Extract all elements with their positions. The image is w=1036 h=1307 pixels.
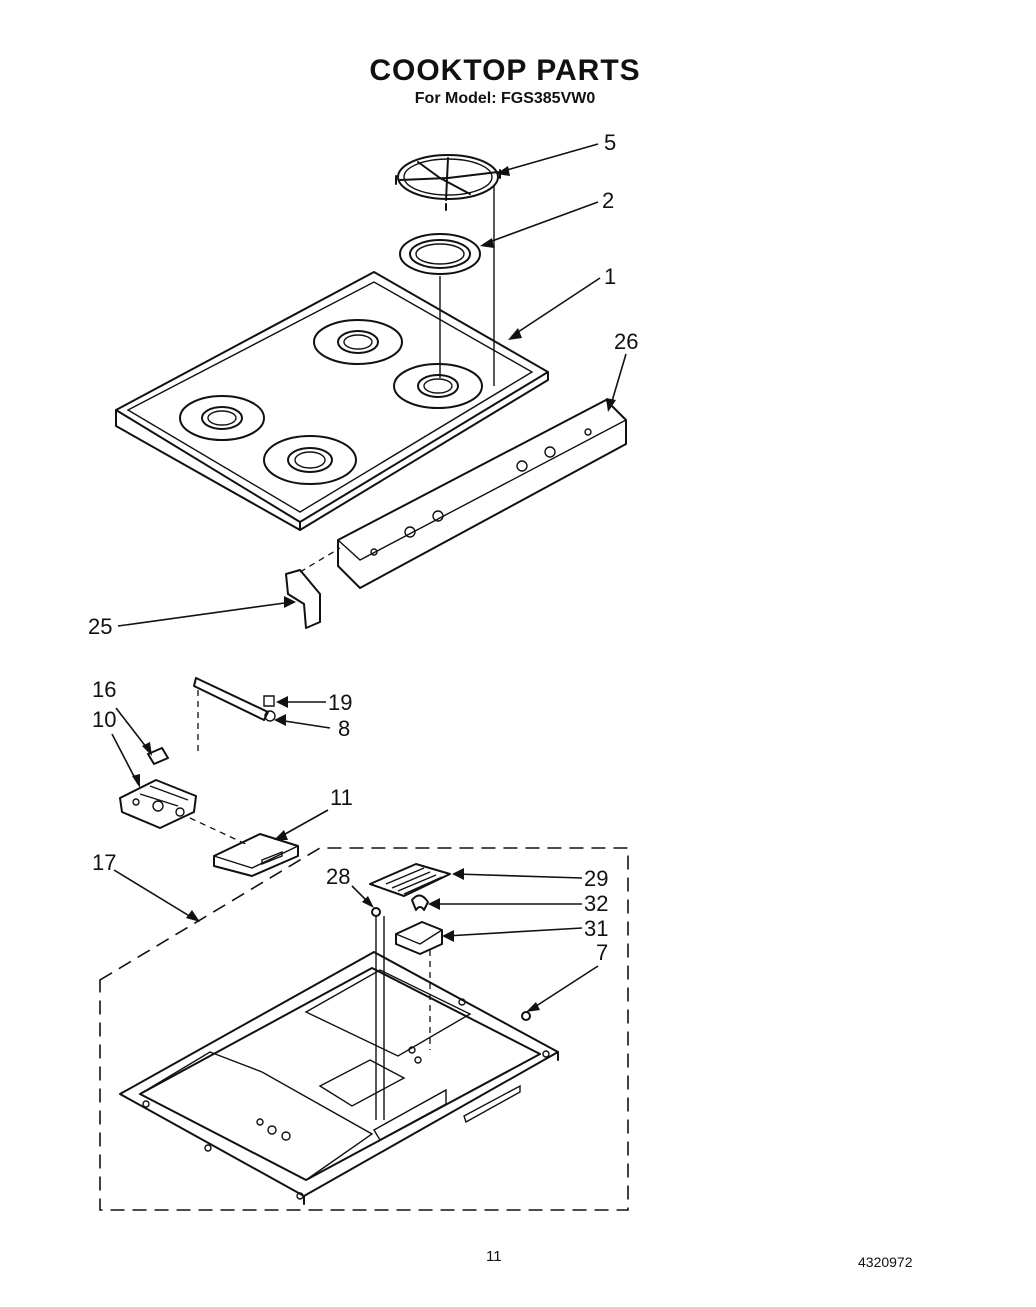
callout-16: 16 [92, 677, 116, 702]
vent-grille [369, 863, 451, 897]
callout-32: 32 [584, 891, 608, 916]
document-number: 4320972 [858, 1254, 913, 1270]
callout-labels: 5 2 1 26 25 16 10 19 8 11 17 28 29 32 31… [88, 130, 638, 965]
callout-11: 11 [330, 785, 353, 810]
page-title: COOKTOP PARTS [369, 54, 641, 87]
ignitor-tube [193, 677, 276, 722]
callout-17: 17 [92, 850, 116, 875]
burner-opening-rear-left [179, 395, 265, 441]
burner-box [119, 951, 559, 1205]
callout-28: 28 [326, 864, 350, 889]
callout-25: 25 [88, 614, 112, 639]
burner-opening-rear-right [313, 319, 403, 365]
callout-1: 1 [604, 264, 616, 289]
end-cap-bracket [285, 569, 321, 629]
callout-19: 19 [328, 690, 352, 715]
grille-bracket [395, 921, 443, 955]
callout-26: 26 [614, 329, 638, 354]
callout-5: 5 [604, 130, 616, 155]
callout-7: 7 [596, 940, 608, 965]
screw-28 [371, 907, 381, 917]
burner-grate [395, 154, 501, 211]
switch-clip [147, 747, 169, 765]
callout-2: 2 [602, 188, 614, 213]
callout-31: 31 [584, 916, 608, 941]
switch-bracket [213, 833, 299, 877]
cooktop-main-top [115, 271, 549, 531]
burner-opening-front-right [393, 363, 483, 409]
burner-bowl [399, 233, 481, 275]
callout-8: 8 [338, 716, 350, 741]
model-subtitle: For Model: FGS385VW0 [414, 90, 596, 107]
callout-10: 10 [92, 707, 116, 732]
spring-clip [411, 894, 429, 911]
manifold-panel [337, 399, 627, 589]
screw-7 [521, 1011, 531, 1021]
callout-leaders [111, 143, 627, 1012]
callout-29: 29 [584, 866, 608, 891]
spark-switch [119, 779, 197, 829]
burner-opening-front-left [263, 435, 357, 485]
page-number: 11 [486, 1248, 502, 1265]
